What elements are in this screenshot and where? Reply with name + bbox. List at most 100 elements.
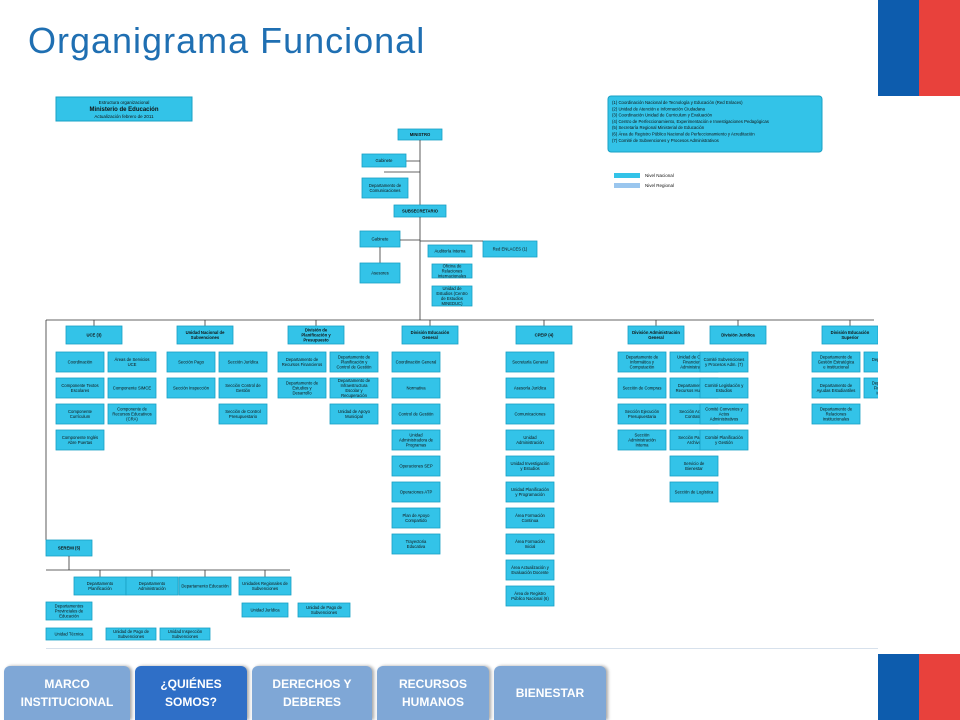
tab-quienes-somos[interactable]: ¿QUIÉNES SOMOS? [135, 666, 247, 720]
svg-text:Unidad Nacional de: Unidad Nacional de [186, 330, 226, 335]
svg-text:Comité Legislación y: Comité Legislación y [705, 383, 745, 388]
tab-recursos-humanos[interactable]: RECURSOS HUMANOS [377, 666, 489, 720]
svg-text:Recursos Educativos: Recursos Educativos [112, 412, 151, 417]
svg-text:Departamento de: Departamento de [338, 355, 371, 360]
svg-text:Unidad de Pago de: Unidad de Pago de [113, 629, 150, 634]
svg-text:Departamento de: Departamento de [286, 357, 319, 362]
svg-text:Administración: Administración [680, 365, 708, 370]
svg-text:General: General [648, 335, 664, 340]
svg-text:Infraestructura: Infraestructura [341, 383, 369, 388]
svg-text:Computación: Computación [630, 365, 655, 370]
svg-text:Control de Gestión: Control de Gestión [399, 412, 435, 417]
svg-text:Oficina de: Oficina de [443, 264, 463, 269]
flag-red-stripe [919, 654, 960, 720]
box-dept: Departamento deJurídica [863, 351, 878, 373]
box-dept: Sección Pago [166, 351, 216, 373]
svg-text:Unidad: Unidad [409, 433, 423, 438]
svg-text:Instituciones: Instituciones [876, 391, 878, 396]
box-dept: Coordinación General [391, 351, 441, 373]
svg-text:Unidad de Control: Unidad de Control [677, 355, 711, 360]
svg-text:de Estudios: de Estudios [441, 296, 463, 301]
svg-text:Asesores: Asesores [371, 271, 388, 276]
flag-blue-stripe [878, 0, 919, 96]
svg-text:Presupuestaria: Presupuestaria [628, 414, 657, 419]
svg-text:Administración: Administración [628, 438, 656, 443]
svg-text:División Administración: División Administración [632, 330, 680, 335]
svg-text:Unidad de: Unidad de [442, 286, 462, 291]
chart-text: Ministerio de Educación [89, 107, 158, 113]
svg-text:Departamento de: Departamento de [626, 355, 659, 360]
tab-derechos-deberes[interactable]: DERECHOS Y DEBERES [252, 666, 372, 720]
box-dept: Departamento deFinanciamientoInstitucion… [863, 377, 878, 399]
box-gabinete: Gabinete [361, 153, 407, 168]
svg-text:Unidad Planificación: Unidad Planificación [511, 487, 550, 492]
box-dept: Componente SIMCE [107, 377, 157, 399]
svg-text:Gabinete: Gabinete [372, 237, 390, 242]
svg-text:MINEDUC): MINEDUC) [442, 301, 464, 306]
box-gabinete-sub: Gabinete [359, 230, 401, 248]
tab-marco-institucional[interactable]: MARCO INSTITUCIONAL [4, 666, 130, 720]
svg-text:Evaluación Docente: Evaluación Docente [511, 570, 549, 575]
svg-text:Subvenciones: Subvenciones [191, 335, 220, 340]
svg-text:Currículum: Currículum [70, 414, 91, 419]
svg-text:Estudios (Centro: Estudios (Centro [436, 291, 468, 296]
chart-text: (5) Secretaría Regional Ministerial de E… [612, 125, 705, 130]
svg-text:Comité Subvenciones: Comité Subvenciones [704, 357, 745, 362]
svg-text:General: General [422, 335, 438, 340]
box-dept: Operaciones ATP [391, 481, 441, 503]
svg-text:Coordinación: Coordinación [68, 360, 93, 365]
svg-text:División Educación: División Educación [831, 330, 870, 335]
tab-bienestar[interactable]: BIENESTAR [494, 666, 606, 720]
chart-text: (3) Coordinación Unidad de Curriculum y … [612, 113, 713, 118]
svg-text:Desarrollo: Desarrollo [292, 391, 312, 396]
chart-text: (4) Centro de Perfeccionamiento, Experim… [612, 119, 769, 124]
svg-text:Subvenciones: Subvenciones [172, 634, 198, 639]
svg-text:Sección Actas y: Sección Actas y [679, 409, 709, 414]
svg-text:Recursos Humanos: Recursos Humanos [676, 388, 713, 393]
svg-text:Subvenciones: Subvenciones [252, 586, 278, 591]
svg-text:Administrativos: Administrativos [710, 417, 738, 422]
svg-text:Ayudas Estudiantiles: Ayudas Estudiantiles [817, 388, 856, 393]
svg-text:Gestión Estratégica: Gestión Estratégica [818, 360, 855, 365]
svg-text:Departamento de: Departamento de [338, 378, 371, 383]
box-regional: Departamento Educación [178, 576, 232, 596]
box-ministro: MINISTRO [397, 128, 443, 141]
svg-text:Relaciones: Relaciones [826, 412, 847, 417]
chart-text: (7) Comité de Subvenciones y Procesos Ad… [612, 138, 719, 143]
box-dept: Asesoría Jurídica [505, 377, 555, 399]
divider [46, 648, 878, 649]
flag-decoration-bottom [878, 654, 960, 720]
box-asesores: Asesores [359, 262, 401, 284]
svg-text:Departamento de: Departamento de [872, 357, 878, 362]
svg-text:Sección Inspección: Sección Inspección [173, 386, 210, 391]
svg-text:Interna: Interna [635, 443, 649, 448]
svg-text:Departamento de: Departamento de [820, 407, 853, 412]
svg-text:Unidad de Apoyo: Unidad de Apoyo [338, 409, 371, 414]
svg-text:Departamento de: Departamento de [820, 355, 853, 360]
svg-text:Normativa: Normativa [406, 386, 426, 391]
svg-text:Operaciones ATP: Operaciones ATP [400, 490, 433, 495]
svg-text:Trayectoria: Trayectoria [406, 539, 427, 544]
svg-text:Componente: Componente [68, 409, 93, 414]
svg-text:División de: División de [305, 328, 328, 333]
box-dept: Secretaría General [505, 351, 555, 373]
svg-text:Comunicaciones: Comunicaciones [370, 188, 401, 193]
svg-text:Continua: Continua [522, 518, 539, 523]
svg-text:Sección Jurídica: Sección Jurídica [228, 360, 259, 365]
svg-text:Sección Pago: Sección Pago [178, 360, 205, 365]
svg-text:Unidades Regionales de: Unidades Regionales de [242, 581, 288, 586]
